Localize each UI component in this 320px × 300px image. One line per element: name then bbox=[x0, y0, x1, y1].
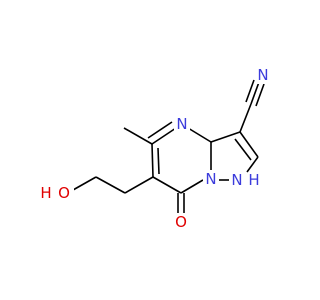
bond-c5-n4-double bbox=[147, 121, 173, 139]
bond-c5-n4 bbox=[151, 127, 177, 145]
nh-nitrogen-label: N bbox=[231, 171, 242, 189]
bond-ch2b-o bbox=[72, 176, 97, 191]
atom-labels: N N N H N O H O bbox=[40, 66, 271, 231]
ring-nitrogen-label: N bbox=[176, 115, 187, 133]
carbonyl-oxygen-label: O bbox=[175, 213, 187, 231]
bridge-nitrogen-label: N bbox=[205, 170, 216, 188]
bond-c3-c2-double bbox=[234, 138, 252, 161]
bond-n7a-c7 bbox=[180, 179, 204, 194]
nitrile-triple-1 bbox=[250, 81, 260, 105]
bond-c3-cn bbox=[239, 103, 252, 133]
bond-c3-c2 bbox=[239, 131, 259, 158]
nitrile-nitrogen-label: N bbox=[257, 66, 268, 84]
bond-c2-n1 bbox=[246, 156, 259, 173]
bond-c3a-c3 bbox=[210, 131, 241, 143]
bond-c6-ch2a bbox=[124, 176, 154, 194]
nitrile-triple-2 bbox=[245, 79, 255, 103]
hydroxyl-oxygen-label: O bbox=[58, 184, 70, 202]
molecule-canvas: N N N H N O H O bbox=[40, 66, 271, 231]
bond-c7-c6 bbox=[152, 176, 182, 194]
bond-c5-methyl bbox=[123, 127, 153, 145]
structure-diagram: N N N H N O H O bbox=[40, 66, 271, 231]
bond-n4-c3a bbox=[187, 127, 212, 143]
hydroxyl-hydrogen-label: H bbox=[40, 184, 51, 202]
bonds bbox=[72, 79, 265, 215]
bond-ch2a-ch2b bbox=[95, 176, 126, 194]
bond-c6-c5-inner bbox=[157, 147, 160, 175]
nitrile-triple-3 bbox=[255, 83, 265, 107]
nh-hydrogen-label: H bbox=[248, 171, 259, 189]
bond-c6-c5 bbox=[151, 143, 154, 178]
